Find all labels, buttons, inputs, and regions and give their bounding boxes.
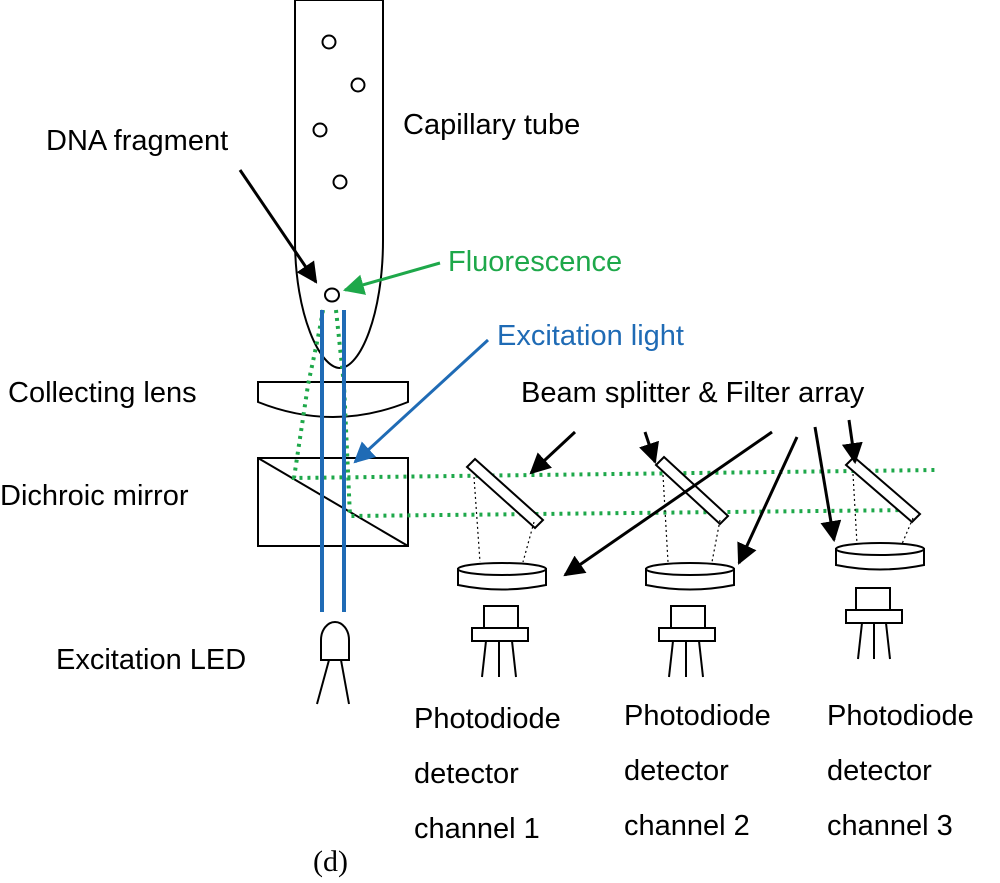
detector-2-line2: detector	[624, 755, 729, 787]
detector-3-line1: Photodiode	[827, 700, 974, 732]
filter-lenses	[457, 542, 925, 591]
capillary-tube	[294, 0, 384, 370]
detector-1-line3: channel 1	[414, 813, 540, 845]
dna-fragment-dot	[324, 287, 340, 303]
excitation-led-label: Excitation LED	[56, 644, 247, 676]
detector-label-1: Photodiode detector channel 1	[414, 692, 561, 857]
excitation-light-label: Excitation light	[497, 320, 684, 352]
beam-splitter-arrows	[529, 419, 863, 577]
bubbles	[312, 34, 366, 190]
beam-splitters	[465, 455, 922, 530]
detector-1-line2: detector	[414, 758, 519, 790]
dichroic-mirror-label: Dichroic mirror	[0, 480, 189, 512]
dna-fragment-label: DNA fragment	[46, 125, 229, 157]
dichroic-mirror-cube	[257, 457, 409, 547]
collecting-lens-label: Collecting lens	[8, 377, 197, 409]
fluorescence-arrow	[342, 261, 441, 295]
dichroic-diagonal	[257, 457, 409, 547]
collecting-lens	[257, 381, 409, 418]
detector-3-line3: channel 3	[827, 810, 953, 842]
excitation-beam	[320, 310, 346, 612]
excitation-led	[316, 621, 350, 705]
fluorescence-label: Fluorescence	[448, 246, 623, 278]
detector-label-2: Photodiode detector channel 2	[624, 689, 771, 854]
detector-1-line1: Photodiode	[414, 703, 561, 735]
panel-label: (d)	[313, 845, 348, 878]
beam-splitter-label: Beam splitter & Filter array	[521, 377, 865, 409]
detector-3-line2: detector	[827, 755, 932, 787]
detector-2-line1: Photodiode	[624, 700, 771, 732]
detector-label-3: Photodiode detector channel 3	[827, 689, 974, 854]
excitation-arrow	[353, 338, 490, 464]
photodiodes	[471, 587, 903, 678]
detector-2-line3: channel 2	[624, 810, 750, 842]
dna-arrow	[238, 169, 318, 284]
fluorescence-path	[291, 309, 936, 519]
detector-light-cones	[473, 473, 914, 563]
capillary-tube-label: Capillary tube	[403, 109, 581, 141]
